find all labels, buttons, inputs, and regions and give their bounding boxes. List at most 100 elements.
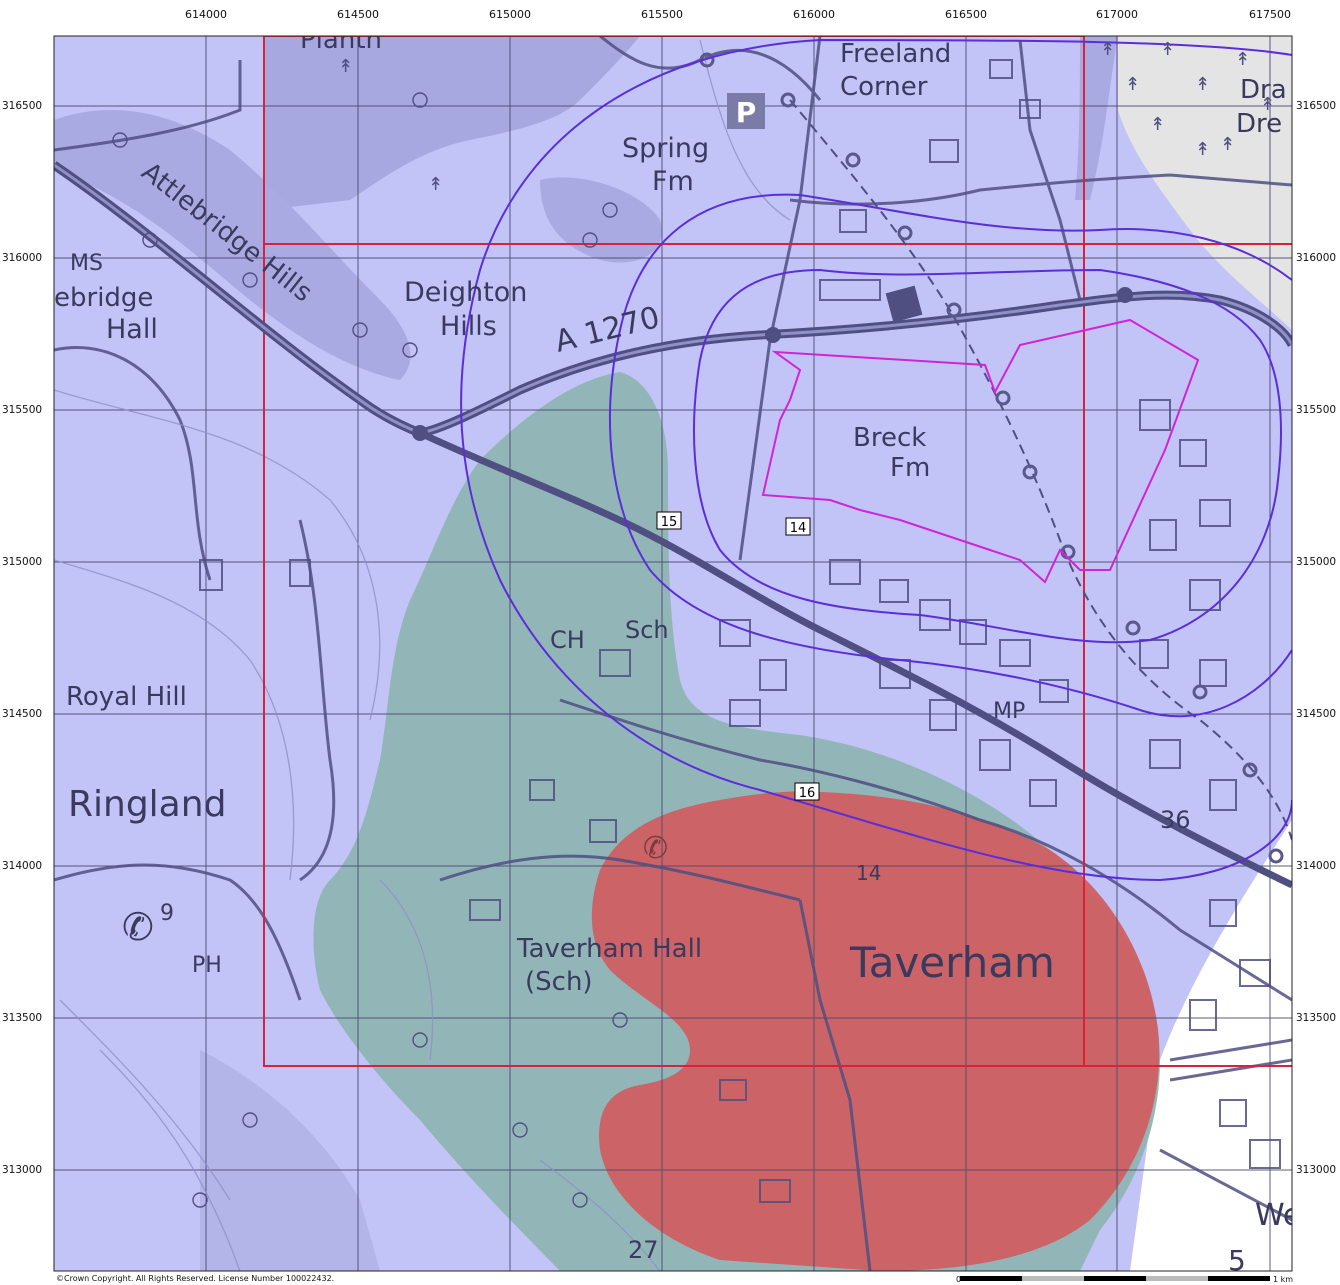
map-border [53, 35, 1293, 1272]
label-we: We [1255, 1198, 1301, 1233]
y-tick-label: 316000 [1296, 252, 1337, 264]
label-ph: PH [192, 953, 222, 978]
label-dre: Dre [1236, 109, 1282, 139]
y-tick-label: 315500 [2, 404, 43, 416]
marker-16-label: 16 [799, 786, 816, 801]
site-boundary [761, 318, 1200, 584]
marker-16: 16 [794, 782, 820, 801]
label-sch: Sch [625, 616, 669, 644]
minor-roads [54, 36, 1292, 1271]
label-27: 27 [628, 1236, 659, 1264]
label-breck: Breck [853, 423, 926, 453]
x-tick-label: 617000 [1096, 8, 1138, 21]
label-breck-fm: Fm [890, 453, 930, 483]
svg-text:↟: ↟ [1260, 94, 1275, 115]
label-royal-hill: Royal Hill [66, 682, 187, 712]
y-tick-label: 314500 [1296, 708, 1337, 720]
secondary-road [418, 429, 1292, 889]
parking-letter: P [736, 96, 757, 129]
svg-text:↟: ↟ [1100, 39, 1115, 60]
x-tick-label: 617500 [1249, 8, 1291, 21]
y-tick-label: 313500 [1296, 1012, 1337, 1024]
label-36: 36 [1160, 806, 1191, 834]
label-ringland: Ringland [68, 784, 226, 825]
y-tick-label: 314000 [2, 860, 43, 872]
svg-text:↟: ↟ [1160, 39, 1175, 60]
phone-icon: ✆ [643, 831, 668, 866]
marker-14: 14 [785, 517, 811, 536]
marker-15-label: 15 [661, 515, 678, 530]
tree-symbols: ↟ ↟ ↟ ↟ ↟ ↟ ↟ ↟ ↟ ↟ ↟ [338, 39, 1275, 195]
x-tick-label: 616000 [793, 8, 835, 21]
svg-text:↟: ↟ [1195, 139, 1210, 160]
x-tick-label: 616500 [945, 8, 987, 21]
y-tick-label: 313000 [2, 1164, 43, 1176]
roundabout [412, 425, 428, 441]
woodland-area [265, 36, 640, 210]
label-mp: MP [993, 699, 1025, 724]
deciduous-symbols [112, 92, 628, 1208]
label-freeland: Freeland [840, 39, 951, 69]
svg-text:↟: ↟ [1235, 49, 1250, 70]
svg-text:↟: ↟ [1150, 114, 1165, 135]
label-dra: Dra [1240, 75, 1287, 105]
label-spring-fm: Fm [652, 166, 694, 197]
y-tick-label: 315000 [1296, 556, 1337, 568]
y-tick-label: 315500 [1296, 404, 1337, 416]
label-planth: Planth [300, 25, 382, 55]
svg-text:↟: ↟ [1195, 74, 1210, 95]
red-extent-lines [263, 36, 1292, 1067]
track-markers [699, 52, 1284, 864]
label-9: 9 [160, 901, 174, 926]
svg-text:↟: ↟ [428, 174, 443, 195]
label-sch-paren: (Sch) [525, 967, 593, 997]
woodland-area [1075, 36, 1118, 200]
y-tick-label: 314500 [2, 708, 43, 720]
y-tick-label: 313500 [2, 1012, 43, 1024]
roundabout [765, 327, 781, 343]
scale-bar [960, 1276, 1270, 1281]
x-tick-label: 614500 [337, 8, 379, 21]
label-corner: Corner [840, 72, 928, 102]
purple-contours [460, 38, 1292, 882]
junction-symbol [885, 285, 923, 323]
y-tick-label: 316500 [1296, 100, 1337, 112]
y-tick-label: 316000 [2, 252, 43, 264]
scale-end-label: 1 km [1273, 1275, 1294, 1284]
label-5: 5 [1228, 1244, 1246, 1277]
parking-sign [727, 93, 765, 129]
label-14: 14 [856, 861, 881, 885]
svg-text:↟: ↟ [1220, 134, 1235, 155]
x-tick-label: 614000 [185, 8, 227, 21]
label-spring: Spring [622, 133, 709, 164]
y-tick-label: 315000 [2, 556, 43, 568]
label-ms: MS [70, 251, 103, 276]
scale-zero-label: 0 [956, 1275, 962, 1284]
woodland-area [200, 1050, 380, 1271]
label-hall: Hall [106, 314, 158, 345]
grey-zone-top-right [1118, 36, 1292, 330]
svg-text:↟: ↟ [338, 56, 353, 77]
copyright-notice: ©Crown Copyright. All Rights Reserved. L… [56, 1274, 335, 1283]
label-ebridge: ebridge [54, 283, 153, 313]
label-deighton: Deighton [404, 277, 527, 308]
label-taverham-hall: Taverham Hall [516, 934, 702, 964]
phone-icon: ✆ [122, 905, 154, 949]
svg-text:↟: ↟ [1125, 74, 1140, 95]
woodland-area [54, 110, 411, 380]
label-taverham: Taverham [849, 938, 1055, 987]
main-road-inner [54, 163, 1292, 435]
dashed-track [789, 99, 1292, 841]
x-tick-label: 615500 [641, 8, 683, 21]
marker-14-label: 14 [790, 521, 807, 536]
y-tick-label: 313000 [1296, 1164, 1337, 1176]
red-zone [591, 791, 1160, 1271]
x-tick-label: 615000 [489, 8, 531, 21]
y-tick-label: 316500 [2, 100, 43, 112]
roundabout [1117, 287, 1133, 303]
label-ch: CH [550, 626, 585, 654]
marker-15: 15 [656, 511, 682, 530]
y-tick-label: 314000 [1296, 860, 1337, 872]
